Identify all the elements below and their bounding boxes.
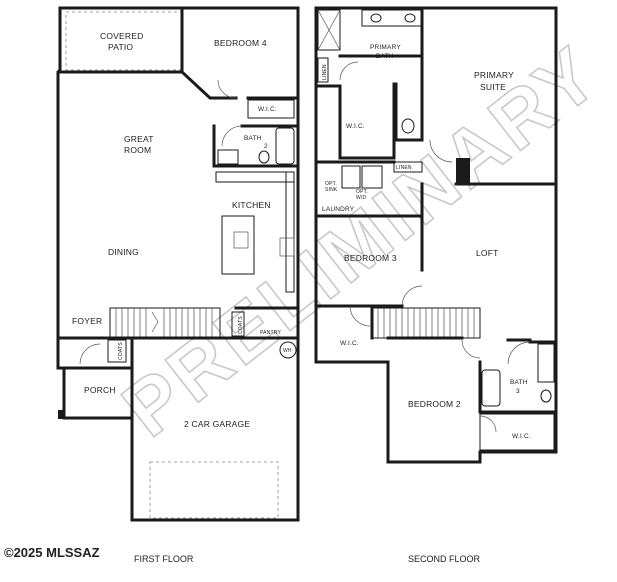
primary-sink-left (370, 13, 382, 23)
opt-sink (341, 165, 361, 189)
opt-wd-label-2: W/D (356, 195, 367, 201)
kitchen-label: KITCHEN (232, 200, 271, 210)
bath2-toilet (258, 150, 270, 164)
bedroom2-label: BEDROOM 2 (408, 399, 461, 409)
bedroom2-wic-label: W.I.C. (512, 433, 531, 440)
primary-suite-label-1: PRIMARY (474, 70, 514, 80)
coats-closet-foyer (107, 339, 127, 363)
kitchen-side-counter (285, 171, 295, 293)
bedroom4-door-swing (217, 79, 237, 99)
porch-label: PORCH (84, 385, 116, 395)
opt-washer-dryer (361, 165, 383, 189)
primary-suite-label-2: SUITE (480, 82, 506, 92)
second-floor-caption: SECOND FLOOR (408, 554, 481, 564)
opt-sink-label-2: SINK (325, 187, 338, 193)
bedroom3-door-swing (401, 285, 423, 307)
bedroom2-door-swing (461, 339, 481, 359)
dining-label: DINING (108, 247, 139, 257)
bedroom3-wic-door-swing (349, 305, 371, 327)
primary-toilet (401, 118, 415, 134)
coats-closet-kitchen (231, 311, 245, 337)
bath2-door-swing (221, 125, 243, 147)
opt-sink-label-1: OPT. (325, 181, 337, 187)
bath3-label-2: 3 (516, 388, 520, 395)
bedroom3-wic-label: W.I.C. (340, 340, 359, 347)
bath3-north-wall (506, 338, 558, 344)
covered-patio-label-1: COVERED (100, 31, 143, 41)
pantry-label: PANTRY (260, 330, 281, 336)
linen-closet (317, 57, 329, 83)
bedroom4-west-wall (180, 6, 238, 100)
bedroom3-label: BEDROOM 3 (344, 253, 397, 263)
great-room-label-2: ROOM (124, 145, 151, 155)
linen-label: LINEN (322, 64, 328, 80)
covered-patio-label-2: PATIO (108, 42, 133, 52)
bath2-label-1: BATH (244, 135, 262, 142)
opt-wd-label-1: OPT. (356, 189, 368, 195)
water-heater (279, 341, 297, 359)
bath3-vanity (537, 343, 555, 383)
kitchen-range (279, 237, 295, 257)
toilet-room-walls (394, 82, 424, 142)
covered-patio-outline (65, 11, 183, 71)
bath3-toilet (540, 389, 552, 403)
primary-bath-door-swing (339, 61, 359, 81)
second-floor-outer-wall (314, 6, 558, 464)
kitchen-upper-counter (215, 171, 295, 183)
bedroom4-wic-label: W.I.C. (258, 106, 277, 113)
first-floor-stairs (109, 307, 221, 339)
bath2-walls (212, 124, 300, 168)
bath2-tub (275, 127, 295, 165)
kitchen-island (221, 215, 255, 275)
primary-shower (317, 9, 341, 51)
garage-door-outline (149, 461, 279, 519)
bath2-sink (217, 149, 239, 165)
second-floor-stairs (371, 307, 481, 339)
linen-closet-2 (393, 161, 423, 173)
water-heater-label: WH (283, 348, 292, 354)
bath3-label-1: BATH (510, 379, 528, 386)
bedroom4-wic (247, 99, 295, 119)
bath3-tub (481, 369, 501, 407)
primary-vanity (361, 9, 423, 27)
second-floor-plan (314, 6, 558, 464)
primary-wic-walls (314, 82, 396, 160)
foyer-label: FOYER (72, 316, 102, 326)
kitchen-sink (233, 231, 249, 249)
porch-column (58, 410, 65, 419)
primary-bath-label-1: PRIMARY (370, 44, 401, 51)
kitchen-coats-label: COATS (238, 316, 244, 334)
entry-door-swing (79, 343, 101, 365)
foyer-coats-label: COATS (118, 342, 124, 360)
primary-wic-label: W.I.C. (346, 123, 365, 130)
great-room-label-1: GREAT (124, 134, 154, 144)
preliminary-watermark: PRELIMINARY (106, 28, 616, 453)
first-floor-plan (56, 6, 300, 522)
loft-label: LOFT (476, 248, 499, 258)
bath3-door-swing (507, 341, 531, 365)
primary-sink-right (404, 13, 416, 23)
garage-label: 2 CAR GARAGE (184, 419, 250, 429)
laundry-label: LAUNDRY (322, 206, 355, 213)
bedroom4-label: BEDROOM 4 (214, 38, 267, 48)
linen2-label: LINEN (396, 165, 412, 171)
primary-suite-door-swing (429, 139, 453, 163)
bedroom2-wic-door-swing (479, 415, 497, 433)
first-floor-caption: FIRST FLOOR (134, 554, 194, 564)
primary-suite-column (456, 158, 470, 184)
primary-bath-label-2: BATH (376, 53, 394, 60)
bath2-label-2: 2 (264, 143, 268, 150)
copyright-text: ©2025 MLSSAZ (4, 545, 100, 560)
bedroom2-wic (479, 413, 555, 451)
